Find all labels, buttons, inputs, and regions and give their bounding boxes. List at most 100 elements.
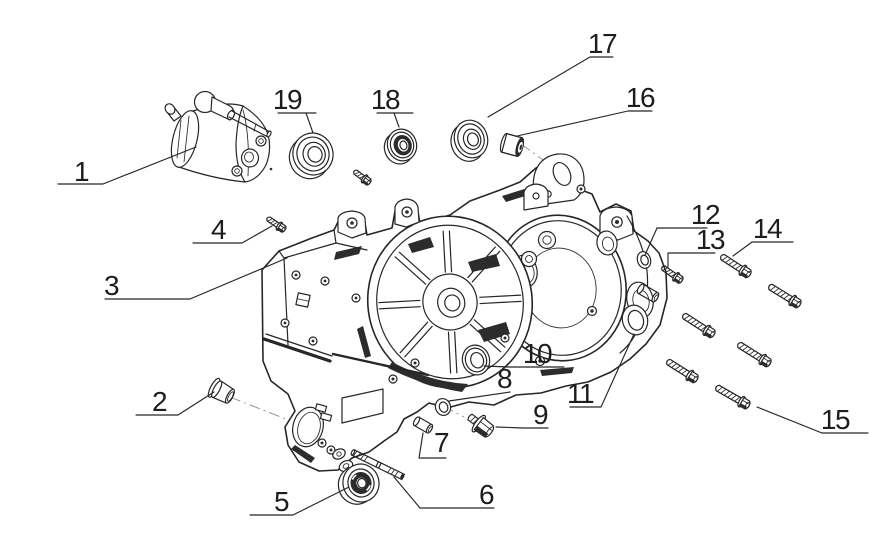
leader-line-3 [104, 257, 288, 300]
leader-line-4 [192, 225, 273, 244]
motor-terminal [164, 103, 182, 122]
web-spoke [479, 294, 522, 305]
callout-10: 10 [483, 338, 565, 369]
callout-4: 4 [192, 214, 273, 245]
web-spoke [378, 299, 421, 310]
callout-14: 14 [732, 213, 794, 257]
bearing-17 [450, 119, 489, 162]
bushing-2 [207, 377, 235, 404]
callout-5: 5 [249, 486, 350, 517]
leader-line-17 [487, 56, 614, 118]
oil-seal-10 [461, 344, 491, 376]
callout-7: 7 [418, 427, 450, 459]
callout-13: 13 [667, 224, 726, 268]
leader-line-19 [277, 112, 317, 134]
web-spoke [399, 321, 433, 358]
bolt-14-2 [768, 283, 802, 309]
seal-ring-11 [621, 304, 649, 336]
bearing-18 [383, 128, 418, 165]
part-number-18: 18 [371, 84, 400, 115]
leader-line-10 [483, 365, 565, 368]
web-spoke [442, 230, 453, 273]
bolt-15 [715, 384, 751, 410]
callout-8: 8 [448, 363, 513, 402]
part-number-6: 6 [479, 479, 494, 510]
part-number-15: 15 [821, 404, 850, 435]
web-spoke [447, 331, 458, 374]
leader-line-1 [57, 146, 197, 185]
leader-line-2 [135, 391, 215, 416]
leader-line-13 [667, 252, 716, 268]
deck-bolt-holes [280, 270, 361, 346]
cover-bosses [500, 230, 598, 367]
part-number-5: 5 [274, 486, 289, 517]
part-number-17: 17 [588, 28, 617, 59]
bolt-14-3 [682, 312, 716, 339]
part-number-9: 9 [533, 399, 548, 430]
web-spoke [394, 251, 431, 285]
callout-18: 18 [371, 84, 414, 128]
roller-bearing-5 [337, 463, 380, 505]
leader-line-14 [732, 241, 794, 257]
callout-2: 2 [135, 386, 215, 417]
callout-15: 15 [756, 404, 869, 435]
part-number-19: 19 [273, 84, 302, 115]
dowel-pin-7 [412, 416, 434, 434]
callout-19: 19 [273, 84, 317, 134]
part-number-8: 8 [497, 363, 512, 394]
washer-12 [636, 251, 652, 269]
bolt-4 [266, 216, 287, 233]
leader-line-5 [249, 486, 350, 516]
leader-line-12 [644, 227, 708, 256]
callout-3: 3 [104, 257, 288, 301]
washer-8 [434, 397, 452, 417]
bearing-19 [288, 132, 334, 180]
bolt-14-1 [720, 253, 752, 279]
engine-mount-lug-2 [394, 198, 420, 228]
starter-motor [164, 90, 273, 183]
part-number-16: 16 [626, 82, 655, 113]
bushing-16 [499, 133, 525, 157]
engine-mount-lug-3 [523, 153, 586, 211]
part-number-7: 7 [434, 427, 449, 458]
stud-6 [350, 449, 406, 481]
bolt-upper [353, 169, 372, 186]
dowel-pin-right [636, 283, 660, 303]
part-number-12: 12 [691, 199, 720, 230]
part-number-11: 11 [567, 378, 594, 409]
id-plate [341, 388, 384, 424]
callout-9: 9 [495, 399, 549, 430]
callout-11: 11 [567, 333, 635, 409]
drain-plug-9 [467, 413, 495, 438]
leader-line-15 [756, 406, 869, 434]
callout-1: 1 [57, 146, 197, 187]
callout-6: 6 [393, 476, 495, 510]
bolt-13 [661, 265, 684, 284]
bolt-14-4 [737, 341, 772, 368]
leader-line-7 [418, 432, 447, 459]
motor-cap-and-shaft [193, 90, 272, 138]
part-number-4: 4 [211, 214, 226, 245]
leader-line-16 [516, 110, 653, 137]
engine-mount-lug-1 [337, 210, 367, 239]
leader-line-9 [495, 426, 549, 429]
fastener-set [266, 169, 802, 434]
kickstart-boss [291, 403, 354, 473]
deck-notch [295, 292, 311, 308]
callout-16: 16 [516, 82, 656, 137]
part-number-1: 1 [74, 156, 89, 187]
part-number-14: 14 [753, 213, 782, 244]
leader-line-6 [393, 476, 495, 509]
part-number-10: 10 [523, 338, 552, 369]
bolt-14-5 [666, 358, 699, 384]
crankcase-body [261, 153, 668, 473]
leader-line-8 [448, 391, 511, 402]
callout-12: 12 [644, 199, 721, 256]
part-number-3: 3 [104, 270, 119, 301]
callout-17: 17 [487, 28, 618, 118]
part-number-13: 13 [696, 224, 725, 255]
part-number-2: 2 [152, 386, 167, 417]
